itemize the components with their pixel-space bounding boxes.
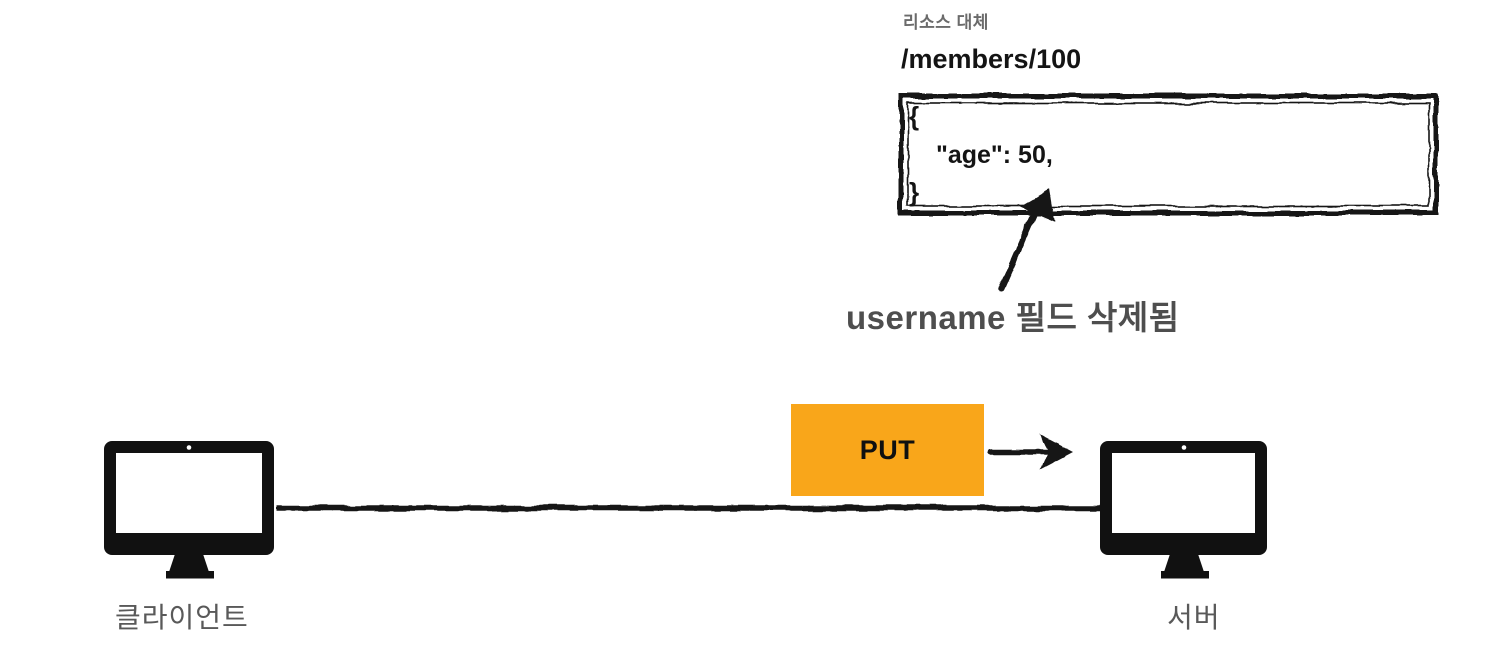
resource-path: /members/100 <box>901 44 1082 74</box>
json-body-close-brace: } <box>909 177 920 207</box>
note-arrow-head-icon <box>1020 190 1055 222</box>
json-box-border-icon <box>898 93 1439 216</box>
json-body-open-brace: { <box>909 101 920 131</box>
put-method-badge: PUT <box>791 404 984 496</box>
server-label: 서버 <box>1167 602 1221 633</box>
client-label: 클라이언트 <box>115 602 249 633</box>
put-method-label: PUT <box>859 434 916 465</box>
server-monitor-icon <box>1100 441 1267 579</box>
json-body-field: "age": 50, <box>936 141 1053 169</box>
note-arrow-shaft <box>998 208 1038 292</box>
client-monitor-icon <box>104 441 274 579</box>
annotation-caption: 리소스 대체 <box>903 13 989 32</box>
sketch-strokes <box>276 93 1439 511</box>
request-arrow-head-icon <box>1040 434 1074 470</box>
json-box-inner-border-icon <box>907 102 1430 207</box>
note-text: username 필드 삭제됨 <box>846 299 1180 336</box>
